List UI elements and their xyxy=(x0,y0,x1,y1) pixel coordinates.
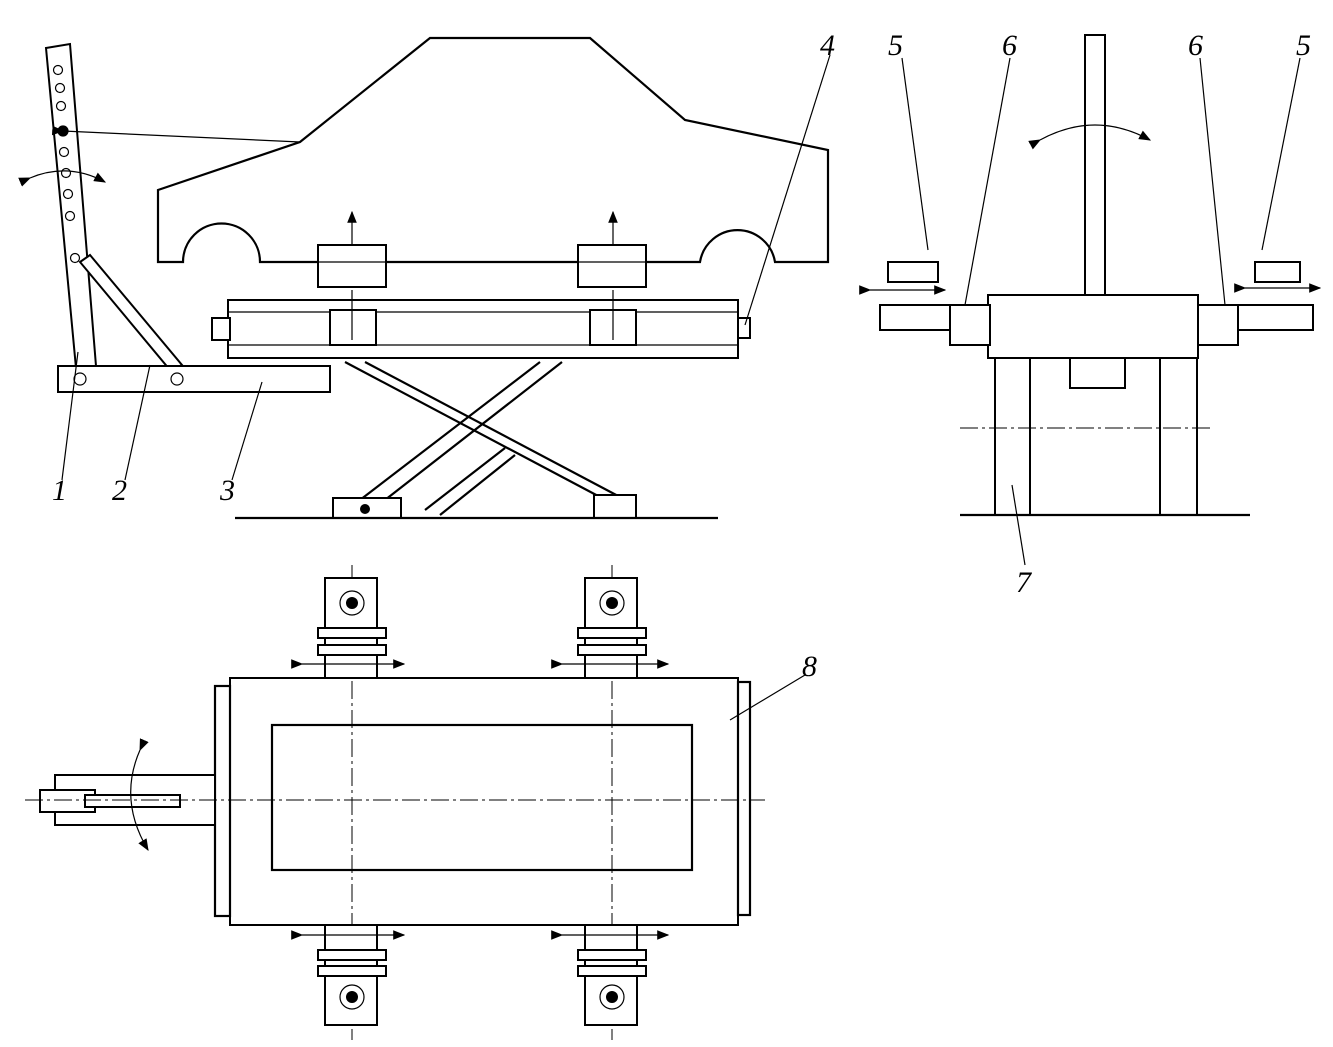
label-8: 8 xyxy=(802,650,817,683)
label-6-left: 6 xyxy=(1002,29,1017,62)
label-5-left: 5 xyxy=(888,29,903,62)
label-6-right: 6 xyxy=(1188,29,1203,62)
side-view xyxy=(18,36,830,520)
label-4: 4 xyxy=(820,29,835,62)
leader-lines xyxy=(61,54,1301,721)
scissor-lift xyxy=(344,361,621,516)
label-2: 2 xyxy=(112,474,127,507)
clamp-plan-set xyxy=(291,577,670,1026)
base-beam xyxy=(57,365,331,393)
label-7: 7 xyxy=(1016,566,1033,599)
top-view xyxy=(25,565,765,1040)
pulling-post xyxy=(44,42,98,370)
table-plan xyxy=(229,677,739,926)
clamp-left xyxy=(317,210,387,346)
label-1: 1 xyxy=(52,474,67,507)
car-body-outline xyxy=(156,36,830,264)
work-table xyxy=(227,299,739,359)
end-view xyxy=(859,34,1322,517)
label-5-right: 5 xyxy=(1296,29,1311,62)
clamp-right xyxy=(577,210,647,346)
label-3: 3 xyxy=(219,474,235,507)
